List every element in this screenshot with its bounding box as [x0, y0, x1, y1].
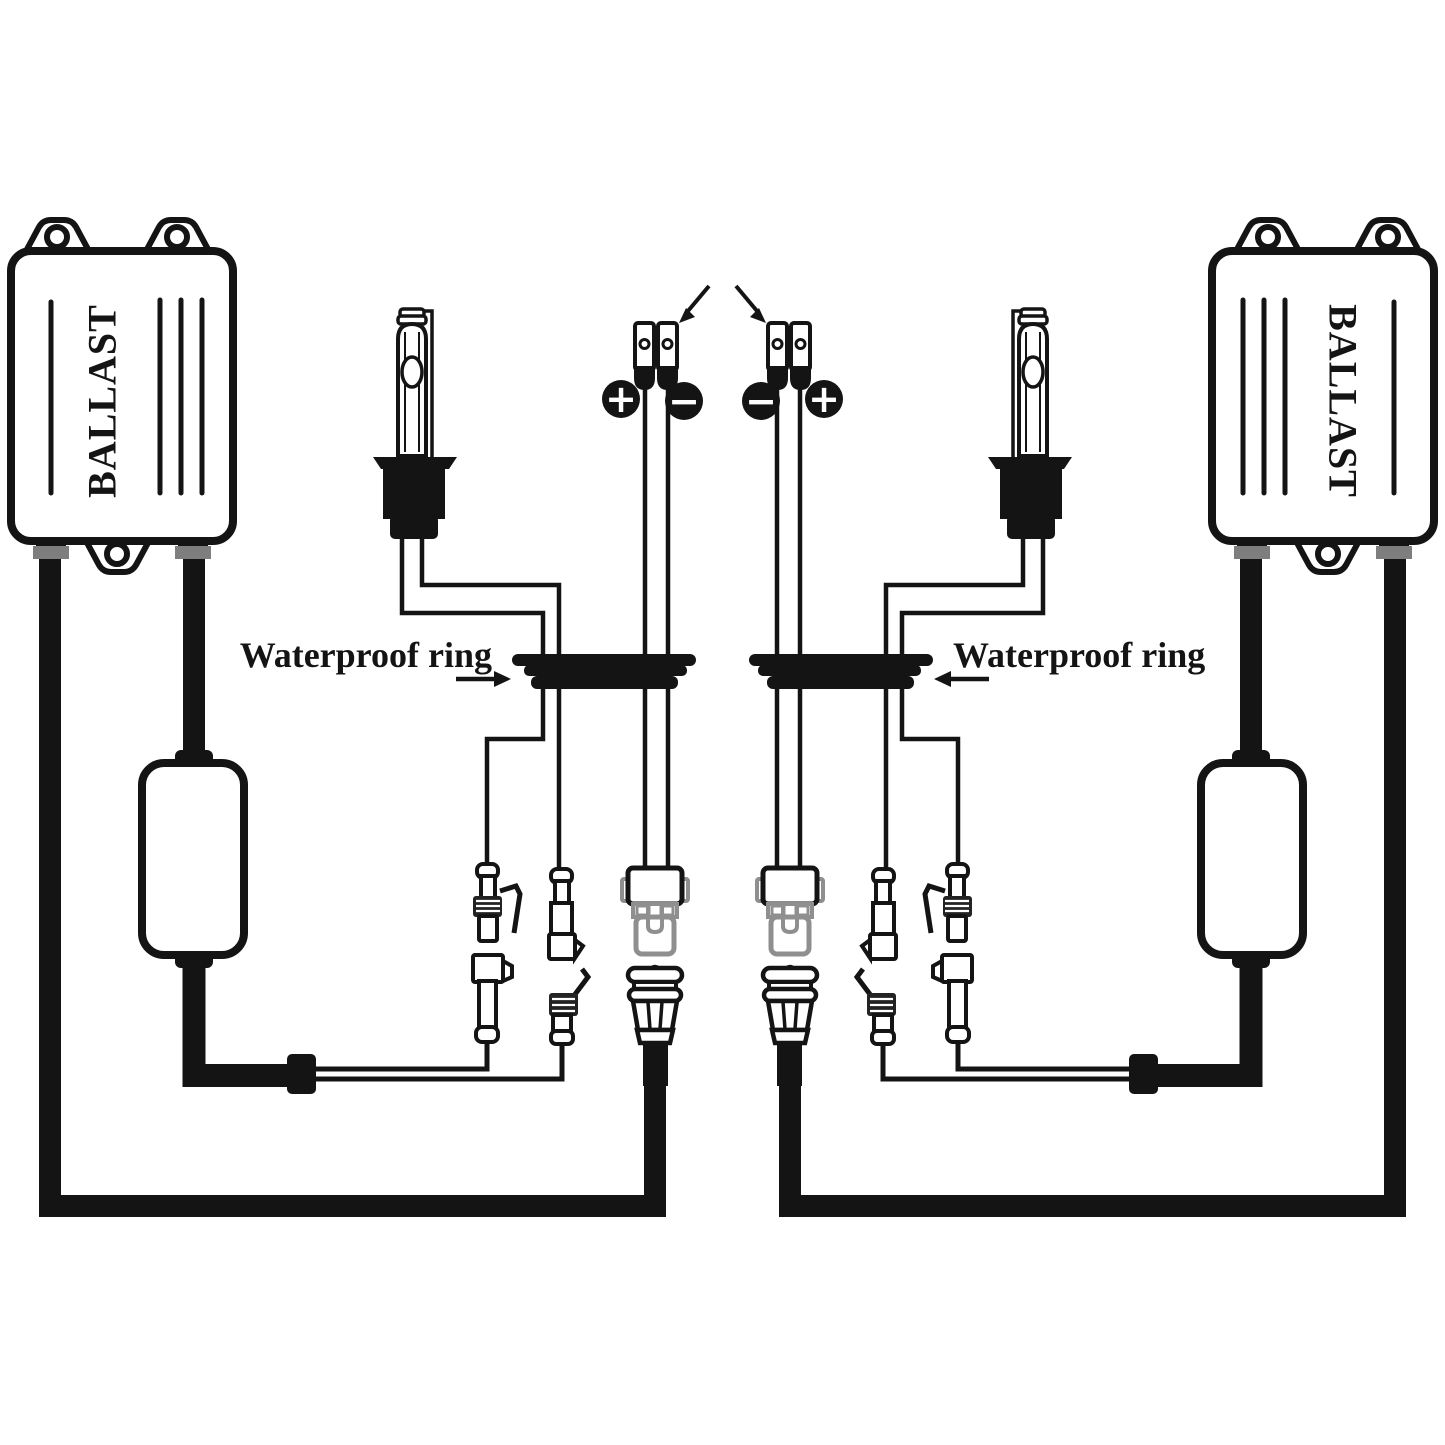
polarity-right-negative: −: [745, 379, 777, 423]
polarity-right-positive: +: [808, 377, 840, 421]
diagram-labels: BALLAST BALLAST Waterproof ring Waterpro…: [80, 304, 1366, 675]
ballast-left-label: BALLAST: [80, 304, 125, 498]
ballast-right-label: BALLAST: [1321, 304, 1366, 498]
waterproof-ring-right-label: Waterproof ring: [953, 635, 1205, 675]
polarity-left-negative: −: [668, 379, 700, 423]
waterproof-ring-left-label: Waterproof ring: [240, 635, 492, 675]
polarity-left-positive: +: [605, 377, 637, 421]
polarity-symbols: + − − +: [605, 377, 840, 423]
